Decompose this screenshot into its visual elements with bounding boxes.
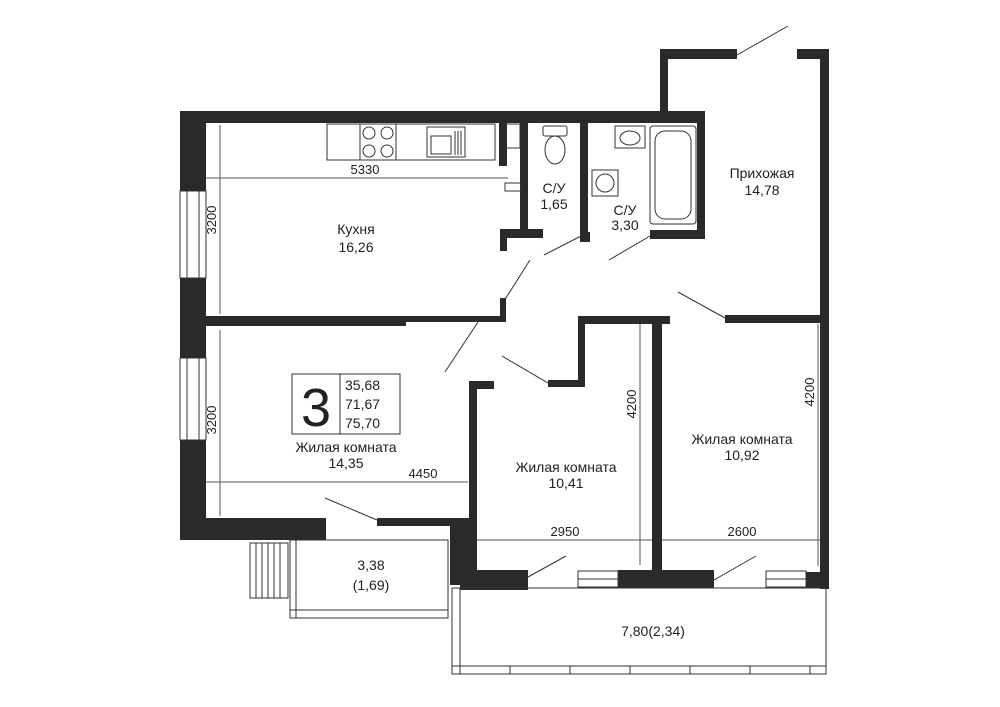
balcony-small-area: 3,38 xyxy=(357,557,384,573)
balconies xyxy=(249,539,827,675)
living-1-name: Жилая комната xyxy=(295,439,396,455)
walls xyxy=(180,49,829,590)
kitchen-sink xyxy=(426,126,466,158)
badge-rooms-count: 3 xyxy=(301,378,331,438)
dim-living2-width: 2950 xyxy=(551,524,580,539)
balcony-small-coef: (1,69) xyxy=(353,577,390,593)
balcony-large-area: 7,80(2,34) xyxy=(621,623,685,639)
dimension-lines xyxy=(206,125,820,566)
boiler xyxy=(505,123,521,149)
hallway-name: Прихожая xyxy=(730,165,795,181)
room-labels: Кухня 16,26 С/У 1,65 С/У 3,30 Прихожая 1… xyxy=(295,165,794,639)
bathroom-sink xyxy=(614,125,646,149)
dim-living2-depth: 4200 xyxy=(624,390,639,419)
dim-living3-depth: 4200 xyxy=(802,378,817,407)
door-swings xyxy=(324,25,789,581)
bath-large-name: С/У xyxy=(614,202,637,218)
toilet-tank xyxy=(542,125,568,137)
fridge xyxy=(504,182,522,192)
badge-total-area: 71,67 xyxy=(345,396,380,412)
hallway-area: 14,78 xyxy=(744,182,779,198)
kitchen-counter xyxy=(326,123,496,161)
kitchen-area: 16,26 xyxy=(338,239,373,255)
bathtub xyxy=(649,125,697,225)
apartment-badge: 3 35,68 71,67 75,70 xyxy=(291,373,401,438)
badge-total-area-full: 75,70 xyxy=(345,415,380,431)
dim-living3-width: 2600 xyxy=(728,524,757,539)
toilet-bowl xyxy=(544,135,566,165)
dimension-labels: 5330 3200 3200 4450 4200 2950 4200 2600 xyxy=(204,162,817,539)
living-3-area: 10,92 xyxy=(724,447,759,463)
kitchen-name: Кухня xyxy=(337,221,374,237)
bath-large-area: 3,30 xyxy=(611,217,638,233)
bath-small-name: С/У xyxy=(543,180,566,196)
bath-small-area: 1,65 xyxy=(540,196,567,212)
dim-kitchen-width: 5330 xyxy=(351,162,380,177)
windows xyxy=(179,190,807,588)
badge-living-area: 35,68 xyxy=(345,377,380,393)
washing-machine xyxy=(591,169,619,197)
stove xyxy=(359,123,397,161)
living-2-name: Жилая комната xyxy=(515,459,616,475)
dim-kitchen-depth: 3200 xyxy=(204,206,219,235)
fixtures xyxy=(326,123,697,225)
living-3-name: Жилая комната xyxy=(691,431,792,447)
dim-living1-width: 4450 xyxy=(409,466,438,481)
living-2-area: 10,41 xyxy=(548,475,583,491)
dim-living1-depth: 3200 xyxy=(204,406,219,435)
living-1-area: 14,35 xyxy=(328,455,363,471)
